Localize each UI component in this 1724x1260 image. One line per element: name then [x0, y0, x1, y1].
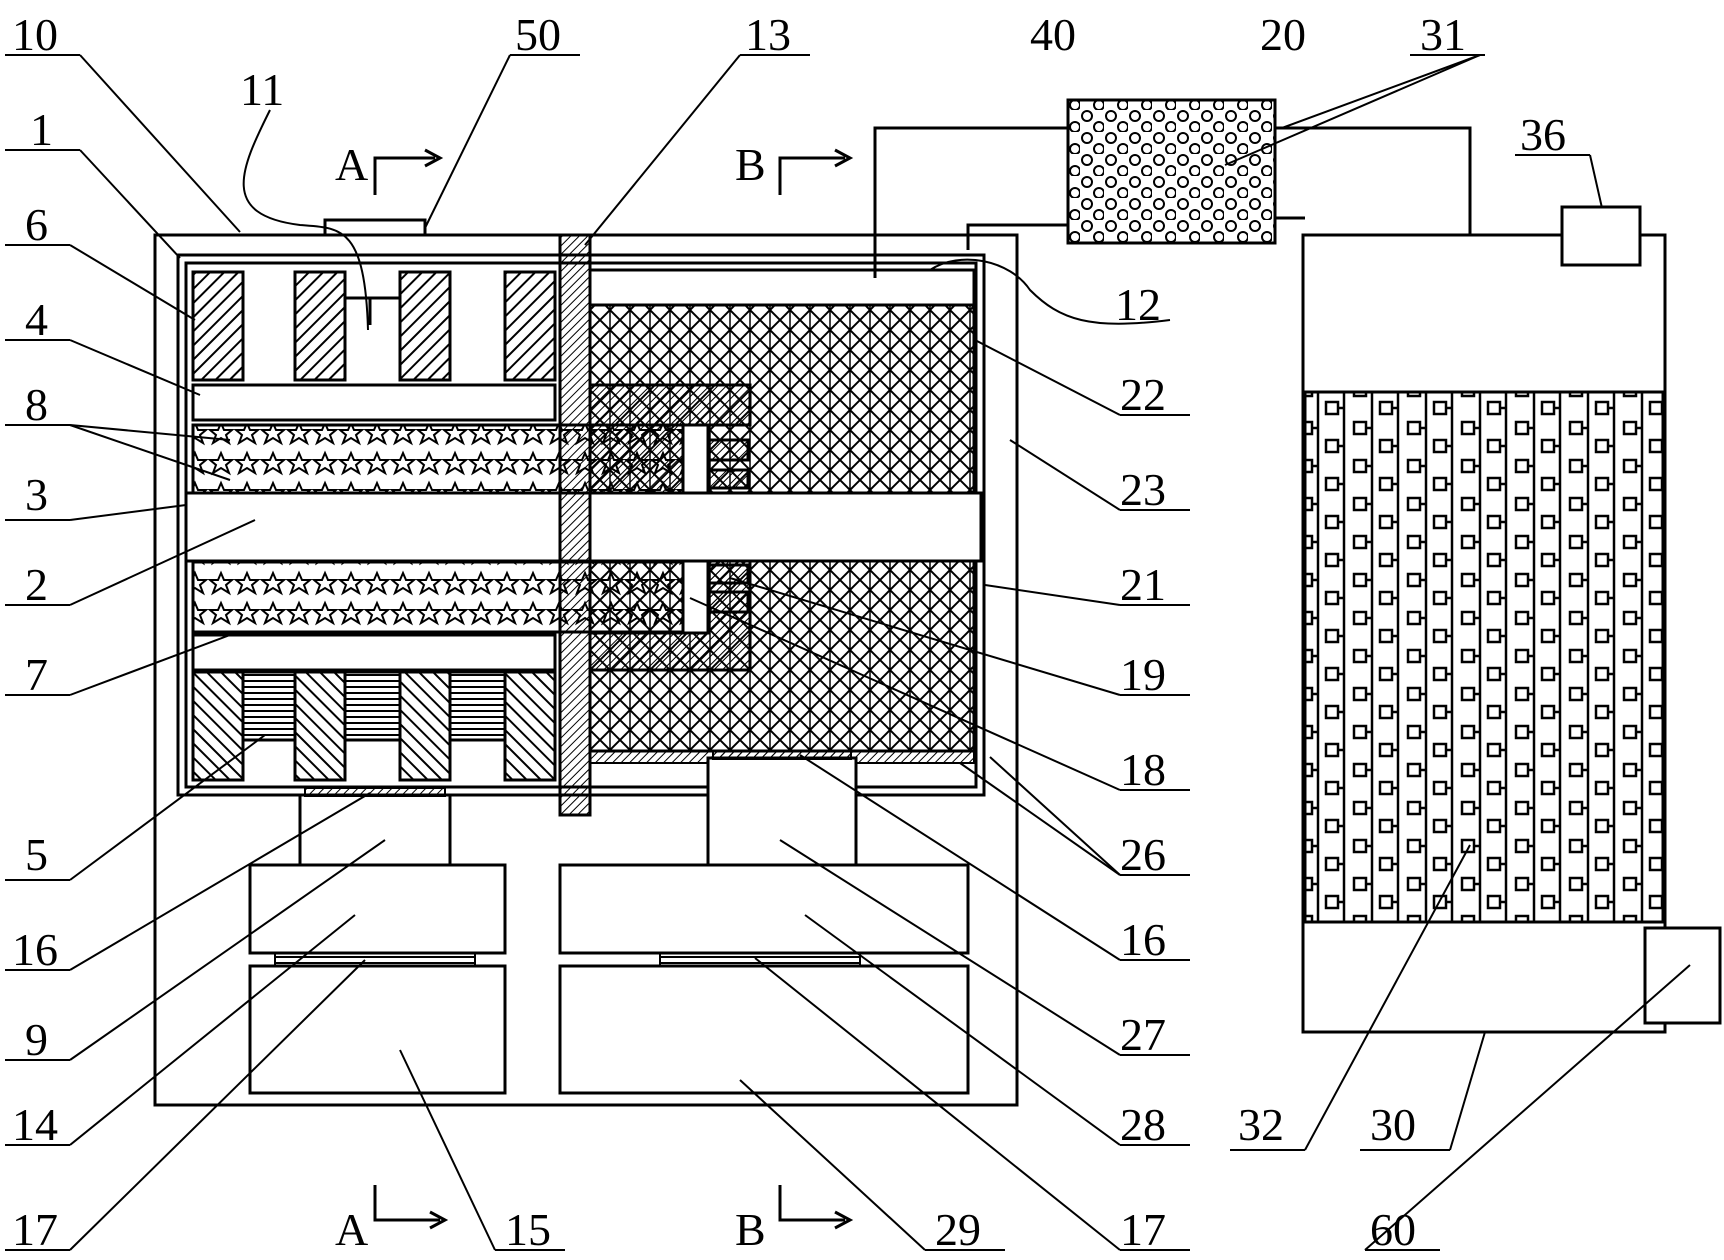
- label-13: 13: [745, 9, 791, 60]
- label-11: 11: [240, 64, 284, 115]
- label-27: 27: [1120, 1009, 1166, 1060]
- label-26: 26: [1120, 829, 1166, 880]
- label-50: 50: [515, 9, 561, 60]
- label-10: 10: [12, 9, 58, 60]
- leader-lines: [5, 54, 1691, 1251]
- section-a-top: A: [335, 139, 368, 190]
- label-30: 30: [1370, 1099, 1416, 1150]
- part-labels: 10 50 13 40 20 31 11 1 36 6 12 4 22 8 23…: [12, 9, 1566, 1255]
- label-28: 28: [1120, 1099, 1166, 1150]
- label-22: 22: [1120, 369, 1166, 420]
- section-a-bottom: A: [335, 1204, 368, 1255]
- label-17-left: 17: [12, 1204, 58, 1255]
- label-16-left: 16: [12, 924, 58, 975]
- label-12: 12: [1115, 279, 1161, 330]
- label-15: 15: [505, 1204, 551, 1255]
- label-4: 4: [25, 294, 48, 345]
- label-7: 7: [25, 649, 48, 700]
- label-20: 20: [1260, 9, 1306, 60]
- label-2: 2: [25, 559, 48, 610]
- label-19: 19: [1120, 649, 1166, 700]
- label-16-right: 16: [1120, 914, 1166, 965]
- label-9: 9: [25, 1014, 48, 1065]
- lower-plate: [191, 633, 557, 672]
- label-31: 31: [1420, 9, 1466, 60]
- label-5: 5: [25, 829, 48, 880]
- tank: [1301, 205, 1722, 1034]
- label-36: 36: [1520, 109, 1566, 160]
- right-filter: [588, 268, 976, 753]
- section-arrows: [373, 148, 854, 1230]
- upper-plate: [191, 383, 557, 422]
- label-21: 21: [1120, 559, 1166, 610]
- label-1: 1: [30, 104, 53, 155]
- label-6: 6: [25, 199, 48, 250]
- friction-strip-right: [659, 952, 861, 967]
- label-18: 18: [1120, 744, 1166, 795]
- label-29: 29: [935, 1204, 981, 1255]
- upper-blocks: [191, 270, 557, 382]
- section-b-bottom: B: [735, 1204, 766, 1255]
- label-60: 60: [1370, 1204, 1416, 1255]
- coupling-left: [304, 787, 446, 797]
- label-23: 23: [1120, 464, 1166, 515]
- label-3: 3: [25, 469, 48, 520]
- label-14: 14: [12, 1099, 58, 1150]
- section-b-top: B: [735, 139, 766, 190]
- piping: [873, 98, 1472, 278]
- label-17-right: 17: [1120, 1204, 1166, 1255]
- divider-wall: [558, 233, 592, 817]
- label-32: 32: [1238, 1099, 1284, 1150]
- label-40: 40: [1030, 9, 1076, 60]
- label-8: 8: [25, 379, 48, 430]
- coupling-right: [712, 750, 852, 760]
- lower-blocks: [191, 670, 557, 782]
